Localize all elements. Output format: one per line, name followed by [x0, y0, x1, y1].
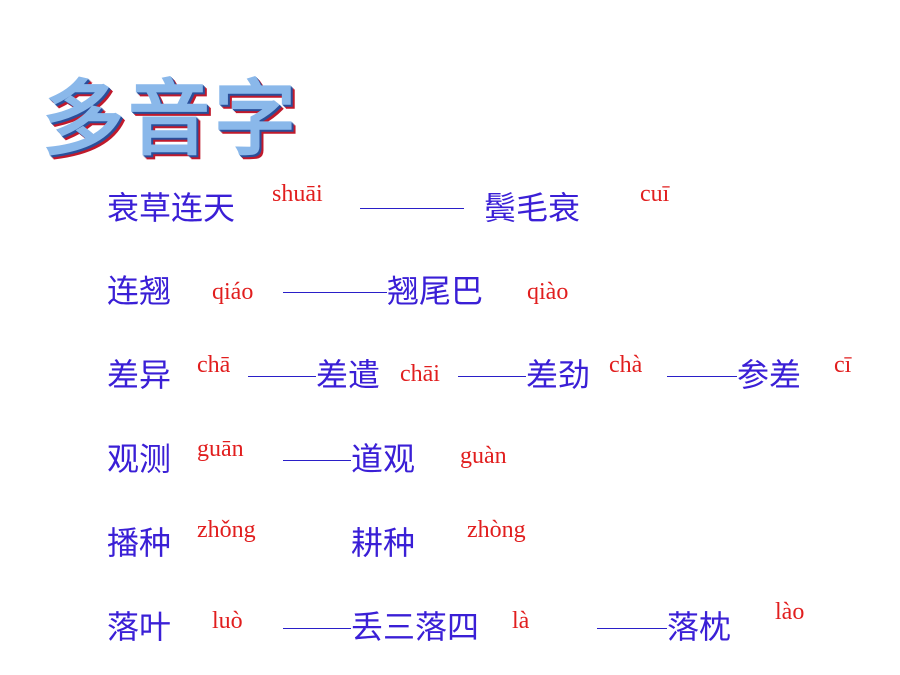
word-4-2: 道观	[351, 440, 416, 478]
pinyin-3-1: chā	[197, 352, 231, 378]
word-3-4: 参差	[737, 356, 802, 394]
pinyin-5-2: zhòng	[467, 517, 526, 543]
pinyin-5-1: zhǒng	[197, 517, 256, 543]
dash-line	[667, 376, 737, 377]
word-2-2: 翘尾巴	[387, 272, 484, 310]
dash-line	[283, 628, 351, 629]
dash-line	[458, 376, 526, 377]
page-title: 多音字	[42, 72, 301, 167]
word-6-2: 丢三落四	[351, 608, 480, 646]
word-6-3: 落枕	[667, 608, 732, 646]
dash-line	[283, 460, 351, 461]
pinyin-2-2: qiào	[527, 279, 569, 305]
word-3-1: 差异	[107, 356, 172, 394]
pinyin-6-2: là	[512, 608, 530, 634]
dash-line	[597, 628, 667, 629]
word-1-2: 鬓毛衰	[484, 189, 581, 227]
pinyin-6-1: luò	[212, 608, 243, 634]
pinyin-3-2: chāi	[400, 361, 440, 387]
word-3-2: 差遣	[316, 356, 381, 394]
pinyin-3-4: cī	[834, 352, 852, 378]
word-6-1: 落叶	[107, 608, 172, 646]
pinyin-6-3: lào	[775, 599, 805, 625]
pinyin-4-2: guàn	[460, 443, 507, 469]
word-2-1: 连翘	[107, 272, 172, 310]
word-4-1: 观测	[107, 440, 172, 478]
word-1-1: 衰草连天	[107, 189, 236, 227]
word-3-3: 差劲	[526, 356, 591, 394]
dash-line	[248, 376, 316, 377]
dash-line	[283, 292, 387, 293]
pinyin-4-1: guān	[197, 436, 244, 462]
dash-line	[360, 208, 464, 209]
pinyin-1-1: shuāi	[272, 181, 323, 207]
pinyin-3-3: chà	[609, 352, 643, 378]
word-5-1: 播种	[107, 524, 172, 562]
word-5-2: 耕种	[351, 524, 416, 562]
pinyin-1-2: cuī	[640, 181, 670, 207]
pinyin-2-1: qiáo	[212, 279, 254, 305]
